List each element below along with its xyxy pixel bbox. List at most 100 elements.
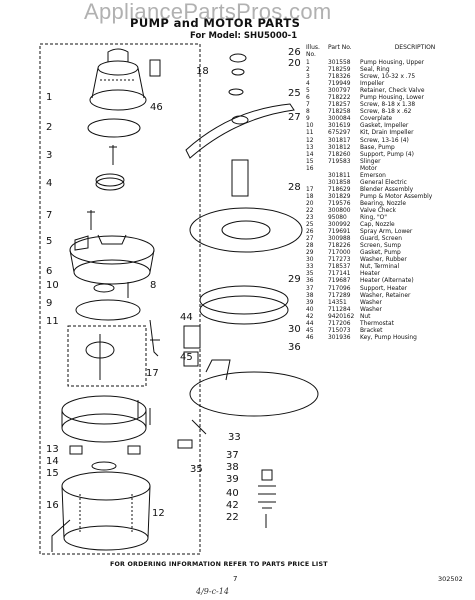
illus-no-cell: 11 (306, 130, 314, 137)
callout: 6 (46, 266, 52, 277)
document-code: 302502 (438, 575, 463, 583)
watermark: AppliancePartsPros.com (84, 0, 332, 24)
part-no-cell: 717206 (328, 320, 351, 327)
callout: 30 (288, 324, 301, 335)
part-no-cell: 14351 (328, 299, 347, 306)
callout: 1 (46, 92, 52, 103)
illus-no-cell: 8 (306, 109, 310, 116)
diagram-frame (39, 43, 201, 555)
part-no-cell: 718537 (328, 264, 351, 271)
callout: 7 (46, 210, 52, 221)
table-row: 12 301817 Screw, 13-16 (4) (306, 138, 470, 145)
page-title: PUMP and MOTOR PARTS (130, 16, 301, 30)
illus-no-cell: 30 (306, 257, 314, 264)
part-no-cell: 300992 (328, 222, 351, 229)
description-cell: Gasket, Pump (360, 250, 401, 257)
handwritten-note: 4/9-c-14 (196, 587, 229, 596)
illus-no-cell: 4 (306, 81, 310, 88)
col-part-no: Part No. (328, 44, 352, 51)
description-cell: Emerson (360, 172, 386, 179)
illus-no-cell: 29 (306, 250, 314, 257)
part-no-cell: 301811 (328, 172, 351, 179)
callout: 29 (288, 274, 301, 285)
callout: 36 (288, 342, 301, 353)
part-no-cell: 718259 (328, 67, 351, 74)
blender-assembly (149, 319, 160, 357)
part-no-cell: 301936 (328, 334, 351, 341)
description-cell: Retainer, Check Valve (360, 88, 425, 95)
description-cell: Heater (Alternate) (360, 278, 414, 285)
part-no-cell: 719949 (328, 81, 351, 88)
screws-12 (137, 400, 151, 425)
callout: 12 (152, 508, 165, 519)
illus-no-cell: 12 (306, 137, 314, 144)
part-no-cell: 718226 (328, 243, 351, 250)
description-cell: Valve Check (360, 207, 396, 214)
description-cell: Gasket, Impeller (360, 123, 409, 130)
part-no-cell: 719687 (328, 278, 351, 285)
part-no-cell: 718258 (328, 109, 351, 116)
illus-no-cell: 5 (306, 88, 310, 95)
part-no-cell: 717096 (328, 285, 351, 292)
part-no-cell: 718222 (328, 95, 351, 102)
description-cell: Spray Arm, Lower (360, 229, 413, 236)
part-no-cell: 718326 (328, 74, 351, 81)
description-cell: Kit, Drain Impeller (360, 130, 414, 137)
part-no-cell: 675297 (328, 130, 351, 137)
pump-housing-key (149, 59, 161, 77)
description-cell: Washer, Retainer (360, 292, 411, 299)
illus-no-cell: 3 (306, 74, 310, 81)
description-cell: Washer (360, 299, 382, 306)
illus-no-cell: 33 (306, 264, 314, 271)
callout: 26 (288, 47, 301, 58)
callout: 8 (150, 280, 156, 291)
heater-support-stack (258, 469, 276, 528)
table-row: 11 675297 Kit, Drain Impeller (306, 130, 470, 137)
nozzle-bearing (231, 68, 245, 76)
description-cell: Key, Pump Housing (360, 334, 417, 341)
callout: 3 (46, 150, 52, 161)
part-no-cell: 301812 (328, 144, 351, 151)
description-cell: Pump Housing, Lower (360, 95, 424, 102)
callout: 25 (288, 88, 301, 99)
description-cell: Nut (360, 313, 371, 320)
heater-part-35 (177, 439, 193, 449)
illus-no-cell: 42 (306, 313, 314, 320)
description-cell: Support, Pump (4) (360, 151, 414, 158)
part-no-cell (328, 166, 360, 173)
description-cell: Screw, 13-16 (4) (360, 137, 409, 144)
part-no-cell: 301817 (328, 137, 351, 144)
screen-guard (189, 207, 303, 253)
part-no-cell: 718629 (328, 186, 351, 193)
description-cell: Support, Heater (360, 285, 408, 292)
description-cell: Seal, Ring (360, 67, 390, 74)
part-no-cell: 301558 (328, 60, 351, 66)
illus-no-cell: 20 (306, 200, 314, 207)
part-no-cell: 718260 (328, 151, 351, 158)
illus-no-cell: 2 (306, 67, 310, 74)
description-cell: Pump & Motor Assembly (360, 193, 433, 200)
illus-no-cell (306, 180, 328, 187)
callout-labels: 26 20 18 46 1 25 2 27 3 4 28 7 29 5 6 10… (46, 47, 301, 523)
callout: 42 (226, 500, 239, 511)
